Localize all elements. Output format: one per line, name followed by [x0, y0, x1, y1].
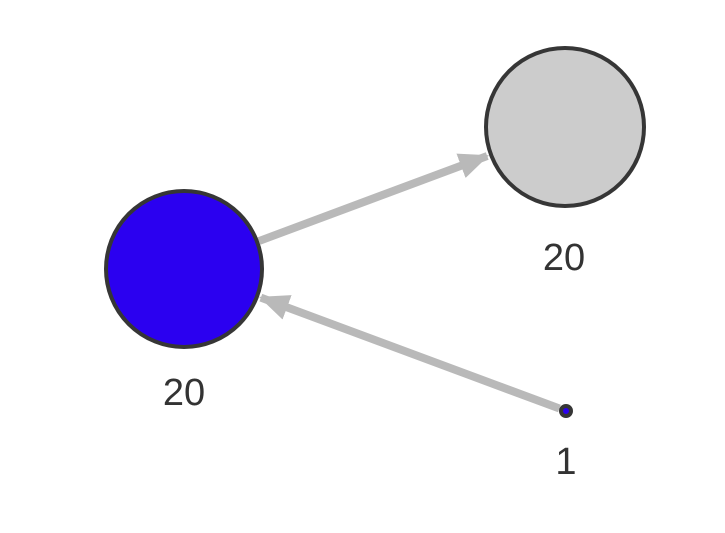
graph-node-blue-node: [104, 189, 264, 349]
edge-arrow-blue-node-to-gray-node: [257, 152, 490, 245]
node-label-gray-node: 20: [543, 237, 585, 279]
node-label-dot-node: 1: [555, 441, 576, 483]
edge-arrow-dot-node-to-blue-node: [258, 293, 561, 413]
node-label-blue-node: 20: [163, 372, 205, 414]
graph-node-dot-node: [559, 404, 573, 418]
graph-node-gray-node: [484, 46, 646, 208]
